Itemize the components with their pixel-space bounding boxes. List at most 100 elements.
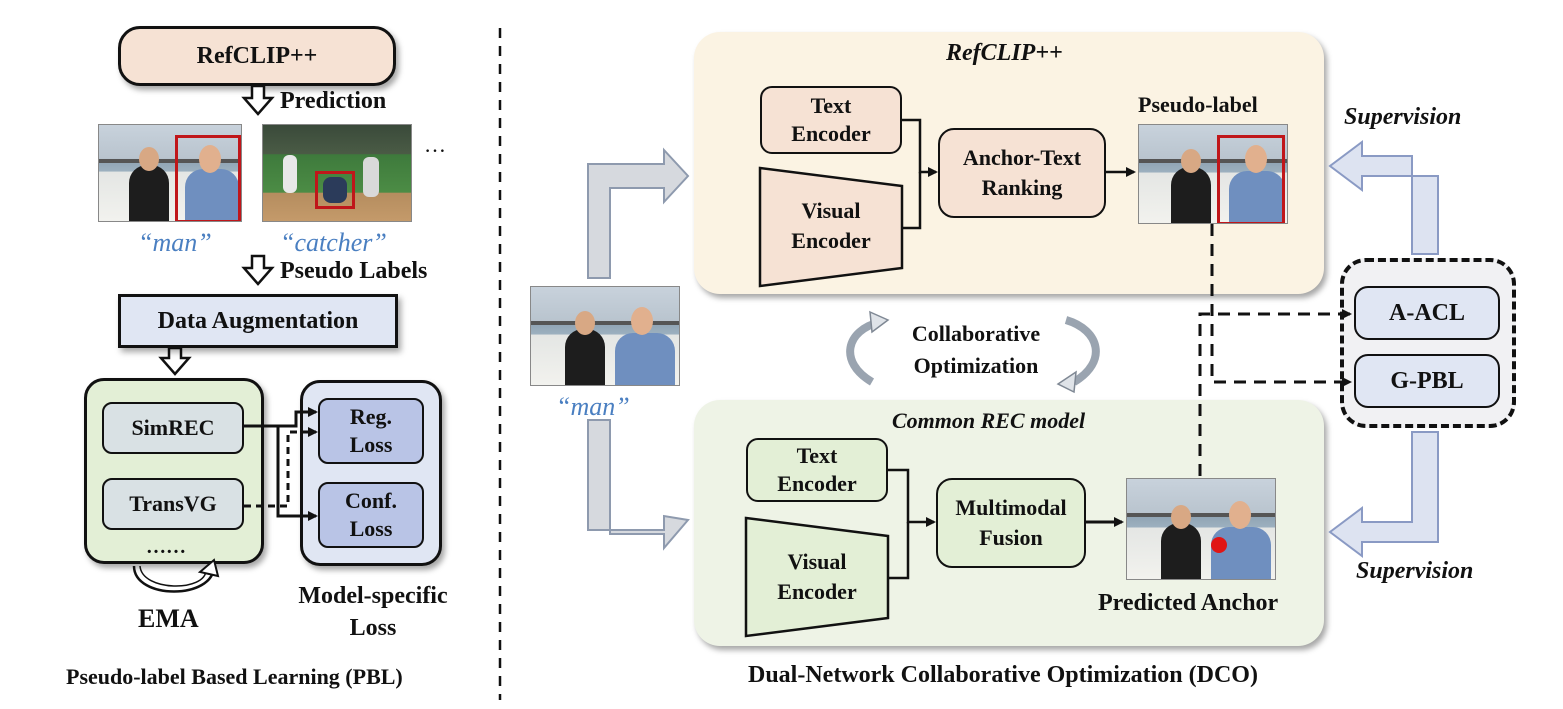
transvg-to-reg-arrow [244,427,318,508]
photo-bridge [1139,159,1287,163]
model-simrec: SimREC [102,402,244,454]
model-more: …… [146,536,186,558]
rec-text-to-fusion [888,468,936,527]
data-augmentation-box: Data Augmentation [118,294,398,348]
prediction-arrow [241,84,275,116]
photo-woman [565,329,605,385]
dco-title: Dual-Network Collaborative Optimization … [748,662,1258,688]
photo-woman [129,165,169,221]
bounding-box [315,171,355,209]
model-specific-loss-label: Model-specific Loss [298,583,448,641]
photo-woman [1161,523,1201,579]
input-photo [530,286,680,386]
anchor-text-ranking: Anchor-Text Ranking [938,128,1106,218]
bounding-box [1217,135,1285,223]
input-to-refclip-arrow [587,147,690,279]
refclip-box-label: RefCLIP++ [196,42,318,69]
multimodal-fusion: Multimodal Fusion [936,478,1086,568]
photo-man [615,333,675,385]
rec-text-encoder: Text Encoder [746,438,888,502]
prediction-label: Prediction [280,88,387,114]
anchor-text-ranking-label: Anchor-Text Ranking [962,145,1082,200]
g-pbl-label: G-PBL [1390,367,1464,394]
a-acl-box: A-ACL [1354,286,1500,340]
a-acl-label: A-ACL [1389,299,1465,326]
simrec-to-conf-arrow [276,426,318,521]
refclip-panel-title: RefCLIP++ [946,40,1063,66]
conf-loss-box: Conf. Loss [318,482,424,548]
input-to-rec-arrow [587,419,690,551]
photo-bridge [99,159,241,163]
predicted-anchor-label: Predicted Anchor [1098,590,1279,616]
collaborative-optimization-label: Collaborative Optimization [911,321,1041,378]
photo-woman-head [1181,149,1201,173]
collab-cycle-right-head [1056,370,1077,394]
rec-visual-to-fusion [888,522,910,580]
photo-player-2 [363,157,379,197]
photo-man-head [631,307,653,335]
photo-player-1 [283,155,297,193]
photo-ellipsis: … [424,132,446,157]
photo-woman-head [1171,505,1191,529]
photo-woman-head [139,147,159,171]
supervision-top-label: Supervision [1344,104,1462,130]
refclip-visual-to-ranking [902,172,922,230]
ema-arrowhead [197,558,220,578]
pseudo-label-to-g-pbl [1210,224,1352,387]
rec-panel-title: Common REC model [892,408,1086,433]
ema-label: EMA [138,604,199,633]
g-pbl-box: G-PBL [1354,354,1500,408]
supervision-top-arrow [1328,140,1439,255]
photo-woman-head [575,311,595,335]
reg-loss-label: Reg. Loss [349,404,393,457]
photo-man-head [1229,501,1251,529]
photo-man-head [1245,145,1267,173]
example-photo-man [98,124,242,222]
simrec-to-reg-arrow [244,407,318,428]
ema-loop [132,565,216,593]
photo-man [1229,171,1285,223]
photo-man [185,169,239,221]
anchor-to-a-acl [1198,309,1352,476]
photo-catcher [323,177,347,203]
rec-visual-encoder-label: Visual Encoder [777,549,857,604]
refclip-text-encoder: Text Encoder [760,86,902,154]
caption-man: “man” [138,228,212,257]
supervision-bottom-arrow [1328,431,1439,558]
collab-cycle-left [846,318,882,386]
input-caption: “man” [556,392,630,421]
ema-loop-inner [139,565,207,587]
augmentation-arrow [158,346,192,376]
conf-loss-label: Conf. Loss [345,488,397,541]
example-photo-catcher [262,124,412,222]
data-augmentation-label: Data Augmentation [157,307,359,334]
pbl-title: Pseudo-label Based Learning (PBL) [66,664,403,689]
model-transvg-label: TransVG [129,491,217,516]
pseudo-labels-label: Pseudo Labels [280,258,428,284]
model-transvg: TransVG [102,478,244,530]
supervision-bottom-label: Supervision [1356,558,1474,584]
reg-loss-box: Reg. Loss [318,398,424,464]
predicted-anchor-photo [1126,478,1276,580]
bounding-box [175,135,241,221]
collab-cycle-left-head [869,310,890,334]
refclip-visual-encoder-label: Visual Encoder [791,198,871,253]
photo-bridge [1127,513,1275,517]
anchor-point [1211,537,1227,553]
collab-cycle-right [1064,316,1100,386]
refclip-text-encoder-label: Text Encoder [791,93,871,146]
refclip-text-to-ranking [902,118,938,177]
model-simrec-label: SimREC [131,415,215,440]
photo-bridge [531,321,679,325]
caption-catcher: “catcher” [280,228,387,257]
multimodal-fusion-label: Multimodal Fusion [955,495,1067,550]
pseudo-labels-arrow [241,254,275,286]
refclip-box: RefCLIP++ [118,26,396,86]
pseudo-label-title: Pseudo-label [1138,92,1258,117]
